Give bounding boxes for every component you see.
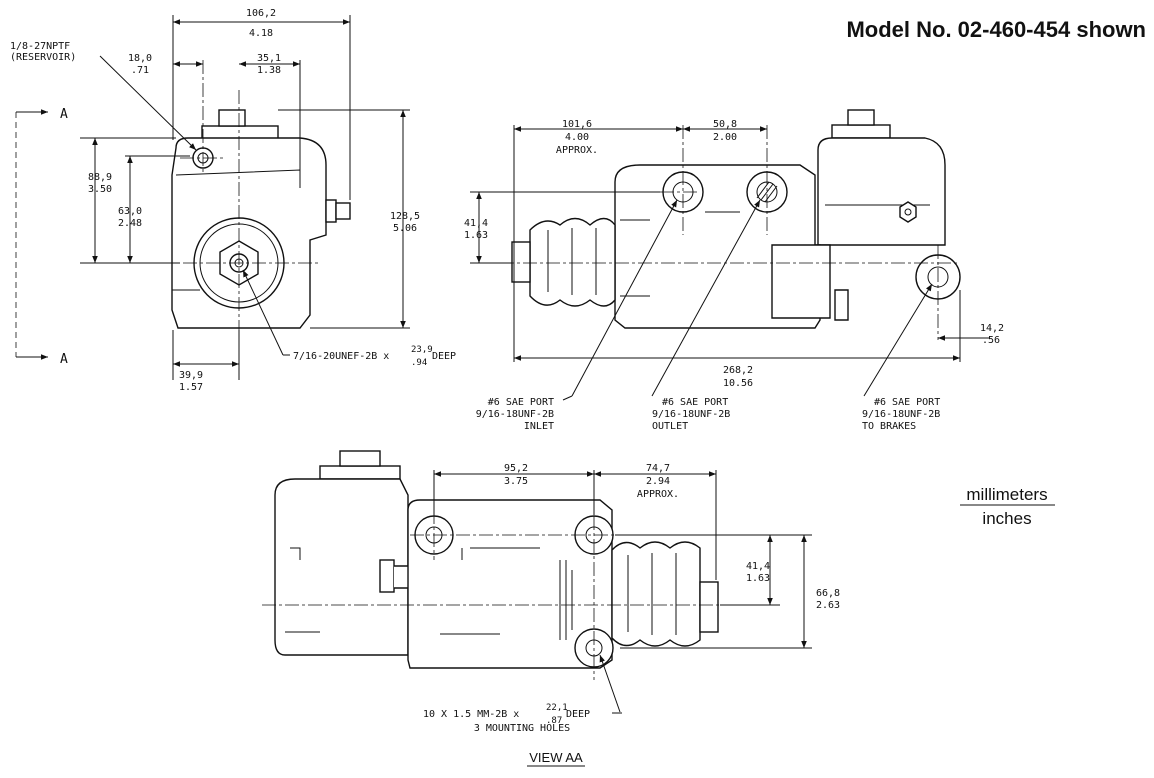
dim-front-height-right-mm: 128,5 [390, 211, 420, 222]
dim-front-height-right-in: 5.06 [393, 223, 417, 234]
front-view: 106,2 4.18 18,0 .71 35,1 1.38 1/8-27NPTF… [10, 8, 456, 393]
model-title: Model No. 02-460-454 shown [846, 17, 1146, 42]
dim-front-reservoir-mm: 18,0 [128, 53, 152, 64]
dim-front-height-mid-in: 2.48 [118, 218, 142, 229]
note-inlet-thread: 9/16-18UNF-2B [476, 409, 554, 420]
note-thread-deep: DEEP [432, 351, 456, 362]
view-label: VIEW AA [529, 750, 583, 765]
dim-bottom-height-large-in: 2.63 [816, 600, 840, 611]
units-legend: millimeters inches [960, 485, 1055, 528]
dim-side-offset-mm: 14,2 [980, 323, 1004, 334]
dim-front-height-left-in: 3.50 [88, 184, 112, 195]
note-inlet-label: INLET [524, 421, 554, 432]
note-thread-depth-mm: 23,9 [411, 345, 433, 355]
dim-side-approx-in: 4.00 [565, 132, 589, 143]
dim-front-height-left-mm: 88,9 [88, 172, 112, 183]
dim-side-length-in: 10.56 [723, 378, 753, 389]
note-thread: 7/16-20UNEF-2B x [293, 351, 389, 362]
units-inches: inches [982, 509, 1031, 528]
dim-side-approx-mm: 101,6 [562, 119, 592, 130]
dim-bottom-hole-spacing-mm: 95,2 [504, 463, 528, 474]
dim-side-height-mm: 41,4 [464, 218, 488, 229]
dim-bottom-hole-spacing-in: 3.75 [504, 476, 528, 487]
dim-side-length-mm: 268,2 [723, 365, 753, 376]
dim-bottom-approx-mm: 74,7 [646, 463, 670, 474]
section-label-top: A [60, 107, 68, 122]
note-reservoir-thread: 1/8-27NPTF [10, 41, 70, 52]
dim-bottom-height-small-mm: 41,4 [746, 561, 770, 572]
dim-bottom-height-large-mm: 66,8 [816, 588, 840, 599]
dim-front-width-in: 4.18 [249, 28, 273, 39]
section-label-bottom: A [60, 352, 68, 367]
note-outlet-thread: 9/16-18UNF-2B [652, 409, 730, 420]
note-brakes-label: TO BRAKES [862, 421, 916, 432]
units-millimeters: millimeters [966, 485, 1047, 504]
note-brakes-thread: 9/16-18UNF-2B [862, 409, 940, 420]
note-mounting-count: 3 MOUNTING HOLES [474, 723, 570, 734]
dim-front-port-in: 1.38 [257, 65, 281, 76]
dim-bottom-height-small-in: 1.63 [746, 573, 770, 584]
note-brakes-port: #6 SAE PORT [874, 397, 940, 408]
dim-front-width-mm: 106,2 [246, 8, 276, 19]
note-mounting-thread: 10 X 1.5 MM-2B x [423, 709, 519, 720]
bottom-view-aa: 95,2 3.75 74,7 2.94 APPROX. 41,4 1.63 66… [262, 450, 840, 767]
note-reservoir-label: (RESERVOIR) [10, 52, 76, 63]
dim-side-approx-label: APPROX. [556, 145, 598, 156]
note-inlet-port: #6 SAE PORT [488, 397, 554, 408]
note-mounting-depth-mm: 22,1 [546, 703, 568, 713]
dim-front-height-mid-mm: 63,0 [118, 206, 142, 217]
note-mounting-deep: DEEP [566, 709, 590, 720]
note-outlet-label: OUTLET [652, 421, 688, 432]
note-outlet-port: #6 SAE PORT [662, 397, 728, 408]
dim-bottom-approx-in: 2.94 [646, 476, 670, 487]
dim-front-reservoir-in: .71 [131, 65, 149, 76]
note-thread-depth-in: .94 [411, 358, 427, 368]
dim-front-bottom-mm: 39,9 [179, 370, 203, 381]
note-mounting-depth-in: .87 [546, 716, 562, 726]
dim-side-offset-in: .56 [982, 335, 1000, 346]
section-marker-aa: A A [15, 107, 68, 367]
dim-bottom-approx-label: APPROX. [637, 489, 679, 500]
dim-front-port-mm: 35,1 [257, 53, 281, 64]
dim-side-port-spacing-in: 2.00 [713, 132, 737, 143]
dim-front-bottom-in: 1.57 [179, 382, 203, 393]
dim-side-port-spacing-mm: 50,8 [713, 119, 737, 130]
side-view: 101,6 4.00 APPROX. 50,8 2.00 41,4 1.63 2… [464, 109, 1004, 432]
dim-side-height-in: 1.63 [464, 230, 488, 241]
